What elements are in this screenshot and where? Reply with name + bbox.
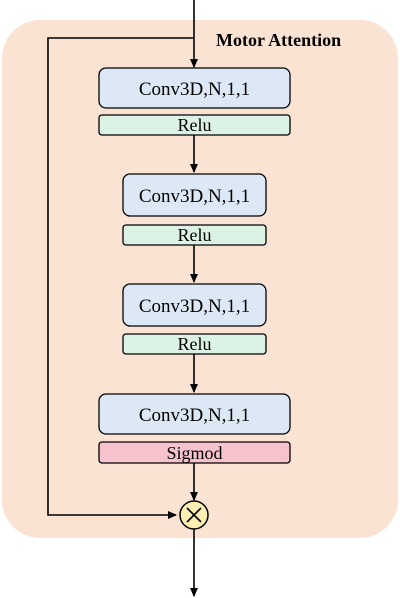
conv-block-4 [98, 393, 291, 435]
conv-block-2 [122, 173, 267, 217]
relu-block-1-label: Relu [178, 115, 212, 135]
sigmoid-block-label: Sigmod [166, 443, 222, 463]
conv-block-4-label: Conv3D,N,1,1 [139, 405, 250, 426]
relu-block-3-label: Relu [178, 334, 212, 354]
skip-connection [47, 37, 194, 519]
diagram-title: Motor Attention [216, 30, 341, 50]
conv-block-2-label: Conv3D,N,1,1 [139, 186, 250, 207]
conv-block-1 [98, 67, 291, 109]
multiply-circle-icon [179, 500, 209, 530]
conv-block-3 [122, 283, 267, 327]
relu-block-2-label: Relu [178, 225, 212, 245]
conv-block-3-label: Conv3D,N,1,1 [139, 296, 250, 317]
conv-block-1-label: Conv3D,N,1,1 [139, 79, 250, 100]
